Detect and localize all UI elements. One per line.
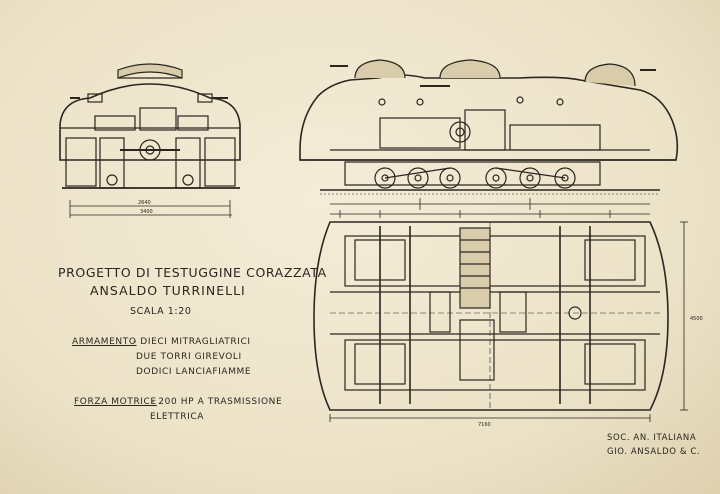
maker-line-1: SOC. AN. ITALIANA [607,433,697,443]
svg-text:7160: 7160 [478,422,491,428]
title-line-2: ANSALDO TURRINELLI [90,283,246,298]
armament-label: ARMAMENTO [72,337,137,347]
armament-item-2: DUE TORRI GIREVOLI [136,352,242,362]
armament-item-1: - DIECI MITRAGLIATRICI [133,337,251,347]
svg-text:2640: 2640 [138,200,151,206]
maker-line-2: GIO. ANSALDO & C. [607,447,701,457]
power-line-2: ELETTRICA [150,412,204,422]
title-line-1: PROGETTO DI TESTUGGINE CORAZZATA [58,265,327,280]
side-view-drawing [299,59,679,210]
power-label: FORZA MOTRICE [74,397,157,407]
front-view-drawing: 2640 3400 [59,63,241,218]
plan-view-drawing: 7160 4500 [313,210,703,428]
svg-text:3400: 3400 [140,209,153,215]
armament-item-3: DODICI LANCIAFIAMME [136,367,252,377]
power-value: - 200 HP A TRASMISSIONE [151,397,283,407]
svg-text:4500: 4500 [690,316,703,322]
scale-label: SCALA 1:20 [130,306,192,317]
